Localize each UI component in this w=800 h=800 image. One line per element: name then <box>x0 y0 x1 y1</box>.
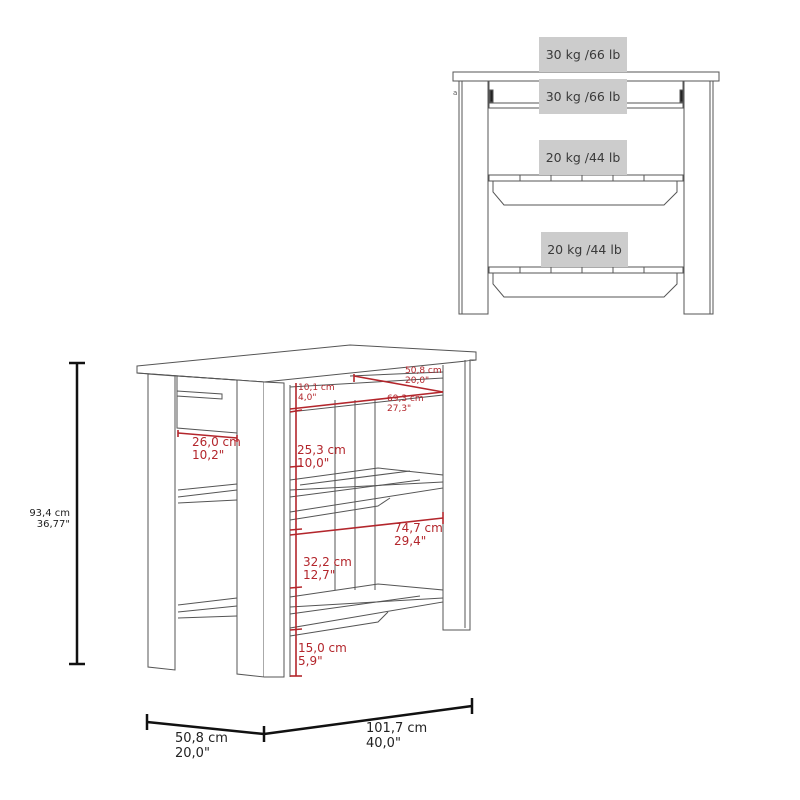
red-dimension-lines <box>177 374 444 677</box>
black-dimension-lines <box>69 361 474 742</box>
load-label-top: 30 kg /66 lb <box>539 37 627 72</box>
height-cm: 93,4 cm <box>29 508 70 519</box>
side-shelf-depth-cm: 26,0 cm <box>192 435 241 449</box>
height-in: 36,77" <box>36 519 70 531</box>
drawer-width-in: 27,3" <box>387 404 412 415</box>
side-shelf-depth-label: 26,0 cm 10,2" <box>192 435 241 463</box>
drawer-depth-in: 20,0" <box>405 376 430 387</box>
height-dimension-label: 93,4 cm 36,77" <box>28 508 70 530</box>
width-in: 40,0" <box>366 735 401 751</box>
drawer-depth-cm: 50,8 cm <box>405 366 442 376</box>
floor-clearance-in: 5,9" <box>298 654 323 669</box>
depth-in: 20,0" <box>175 745 210 761</box>
width-cm: 101,7 cm <box>366 721 428 736</box>
upper-shelf-gap-cm: 25,3 cm <box>297 443 346 457</box>
upper-shelf-gap-in: 10,0" <box>297 456 330 471</box>
lower-shelf-gap-cm: 32,2 cm <box>303 555 352 569</box>
load-label-middle-shelf: 20 kg /44 lb <box>539 140 627 175</box>
load-label-bottom-shelf: 20 kg /44 lb <box>541 232 628 267</box>
lower-shelf-gap-in: 12,7" <box>303 568 336 583</box>
drawer-height-label: 10,1 cm 4,0" <box>298 383 335 403</box>
drawer-height-cm: 10,1 cm <box>298 383 335 393</box>
width-dimension-label: 101,7 cm 40,0" <box>366 721 428 751</box>
shelf-width-label: 74,7 cm 29,4" <box>394 521 443 549</box>
svg-text:a: a <box>453 89 457 97</box>
upper-shelf-gap-label: 25,3 cm 10,0" <box>297 443 346 471</box>
drawer-height-in: 4,0" <box>298 393 317 404</box>
depth-cm: 50,8 cm <box>175 731 228 746</box>
floor-clearance-cm: 15,0 cm <box>298 641 347 655</box>
lower-shelf-gap-label: 32,2 cm 12,7" <box>303 555 352 583</box>
floor-clearance-label: 15,0 cm 5,9" <box>298 641 347 669</box>
shelf-width-in: 29,4" <box>394 534 427 549</box>
shelf-width-cm: 74,7 cm <box>394 521 443 535</box>
isometric-drawing <box>136 344 477 678</box>
load-label-drawer: 30 kg /66 lb <box>539 79 627 114</box>
depth-dimension-label: 50,8 cm 20,0" <box>175 731 228 761</box>
drawer-width-cm: 69,3 cm <box>387 394 424 404</box>
drawer-depth-label: 50,8 cm 20,0" <box>405 366 442 386</box>
side-shelf-depth-in: 10,2" <box>192 448 225 463</box>
drawer-width-label: 69,3 cm 27,3" <box>387 394 424 414</box>
